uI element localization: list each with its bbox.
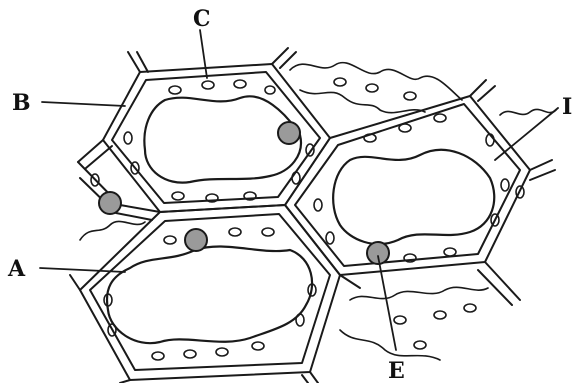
leader-line-c [200,30,207,78]
chloroplast [394,316,406,324]
nucleus [278,122,300,144]
leader-line-d [495,108,558,160]
chloroplast [296,314,304,326]
chloroplast [399,124,411,132]
chloroplast [216,348,228,356]
chloroplast [434,311,446,319]
nucleus [99,192,121,214]
chloroplast [229,228,241,236]
chloroplast [434,114,446,122]
chloroplast [184,350,196,358]
chloroplast [172,192,184,200]
labels: A B C I E [7,6,572,383]
chloroplast [234,80,246,88]
chloroplast [265,86,275,94]
wall-fragment-right-top [470,80,486,96]
vacuole-2 [333,150,494,244]
cell-wall-inner-2 [295,104,520,266]
chloroplast [501,179,509,191]
chloroplast [334,78,346,86]
label-a: A [7,256,26,282]
chloroplast [152,352,164,360]
cell-walls [70,48,555,383]
leader-line-b [42,102,125,106]
chloroplast [164,236,176,244]
wall-fragment-right [530,160,552,170]
nucleus [185,229,207,251]
leader-lines [40,30,558,350]
wall-fragment-bottom [310,372,318,383]
wall-fragment-right-2 [530,170,555,180]
wall-fragment-right-bottom-2 [478,270,512,305]
chloroplast [124,132,132,144]
cell-wall-inner-3 [90,214,330,370]
cytoplasm-patch-bottom-right [350,287,488,300]
chloroplast [306,144,314,156]
vacuole-1 [144,96,301,182]
chloroplast [464,304,476,312]
cell-wall-outer-3 [80,205,340,380]
chloroplast [169,86,181,94]
vacuole-3 [107,246,312,343]
cytoplasm-patch-bottom-right-2 [340,330,440,360]
chloroplast [444,248,456,256]
cytoplasm-patch-right [500,109,556,115]
wall-fragment-lower-right [340,275,360,288]
chloroplast [292,172,300,184]
chloroplast [252,342,264,350]
label-d: I [562,94,572,120]
chloroplast [326,232,334,244]
wall-fragment-left-top-2 [86,146,112,168]
chloroplast [262,228,274,236]
chloroplast [404,92,416,100]
chloroplast [414,341,426,349]
wall-fragment-far-left [70,275,80,290]
wall-fragment-left-top [78,140,103,162]
chloroplast [202,81,214,89]
chloroplast [366,84,378,92]
label-c: C [193,6,211,32]
label-b: B [12,90,31,116]
chloroplast [314,199,322,211]
wall-fragment-right-top-2 [478,86,495,101]
wall-fragment-bottom-2 [302,375,308,383]
label-e: E [388,358,405,383]
